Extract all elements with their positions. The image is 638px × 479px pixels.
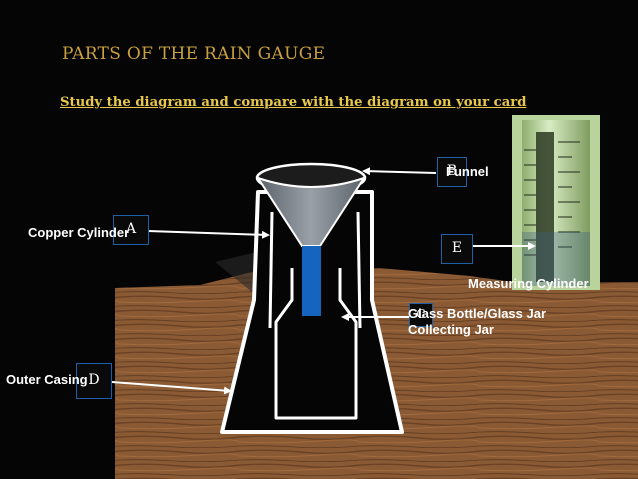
label-outer-casing: Outer Casing — [6, 372, 88, 387]
funnel — [255, 176, 367, 247]
measuring-cylinder-image — [512, 115, 600, 290]
label-copper-cylinder: Copper Cylinder — [28, 225, 130, 240]
letter-box-c: C — [409, 303, 433, 327]
label-measuring-cylinder: Measuring Cylinder — [468, 276, 589, 291]
collecting-tube — [302, 246, 321, 316]
arrow-outer-casing — [111, 381, 232, 395]
letter-box-e: E — [441, 234, 473, 264]
label-funnel: Funnel — [446, 164, 489, 179]
slide-subtitle: Study the diagram and compare with the d… — [60, 95, 527, 110]
label-collecting-jar: Glass Bottle/Glass Jar Collecting Jar — [408, 306, 547, 337]
letter-box-b: B — [437, 157, 467, 187]
copper-cylinder — [268, 211, 362, 329]
slide-title: PARTS OF THE RAIN GAUGE — [62, 44, 326, 64]
arrow-copper-cylinder — [147, 230, 270, 239]
letter-box-d: D — [76, 363, 112, 399]
collecting-jar — [274, 268, 358, 420]
arrow-funnel — [362, 167, 437, 176]
letter-box-a: A — [113, 215, 149, 245]
